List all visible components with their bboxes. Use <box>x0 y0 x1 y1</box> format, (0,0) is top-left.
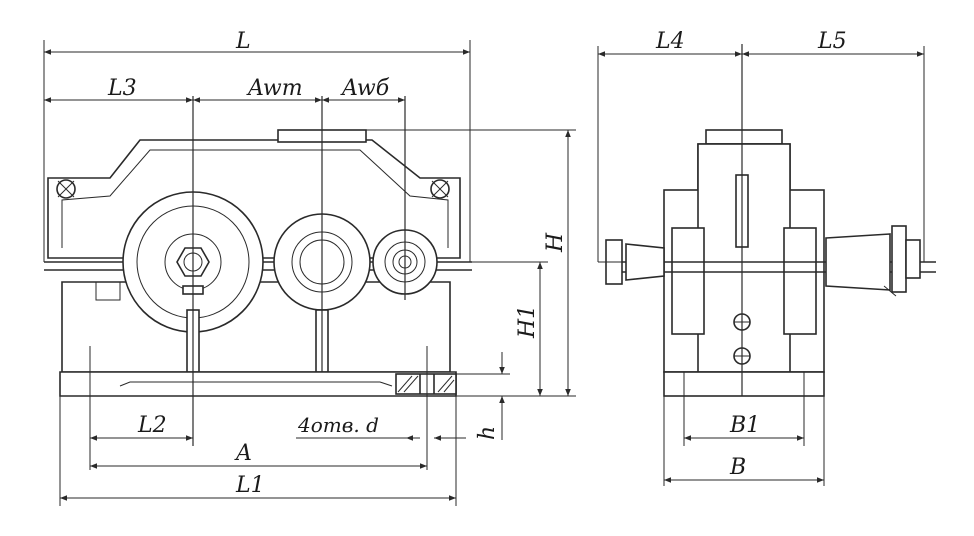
label-Awt: Awт <box>246 76 303 101</box>
side-view <box>598 44 936 397</box>
side-top-cover <box>705 129 783 145</box>
label-L1: L1 <box>235 473 265 498</box>
dimension-labels: L L3 Awт Awб L4 L5 H H1 L2 4отв. d h A L… <box>107 29 847 498</box>
label-L5: L5 <box>817 29 847 54</box>
label-B1: B1 <box>729 413 760 438</box>
front-dimensions <box>43 40 576 506</box>
label-L: L <box>235 29 251 54</box>
right-shaft-end <box>825 233 891 291</box>
label-L4: L4 <box>655 29 685 54</box>
side-dimensions <box>597 46 925 486</box>
label-H1: H1 <box>515 305 540 339</box>
left-shaft-end <box>625 243 665 281</box>
label-Awb: Awб <box>340 76 390 101</box>
front-view <box>44 96 472 446</box>
label-L3: L3 <box>107 76 137 101</box>
side-base <box>663 371 825 397</box>
label-A: A <box>234 441 252 466</box>
label-B: B <box>729 455 746 480</box>
label-H: H <box>543 232 568 253</box>
label-holes: 4отв. d <box>297 413 379 437</box>
label-h: h <box>475 426 500 440</box>
label-L2: L2 <box>137 413 167 438</box>
